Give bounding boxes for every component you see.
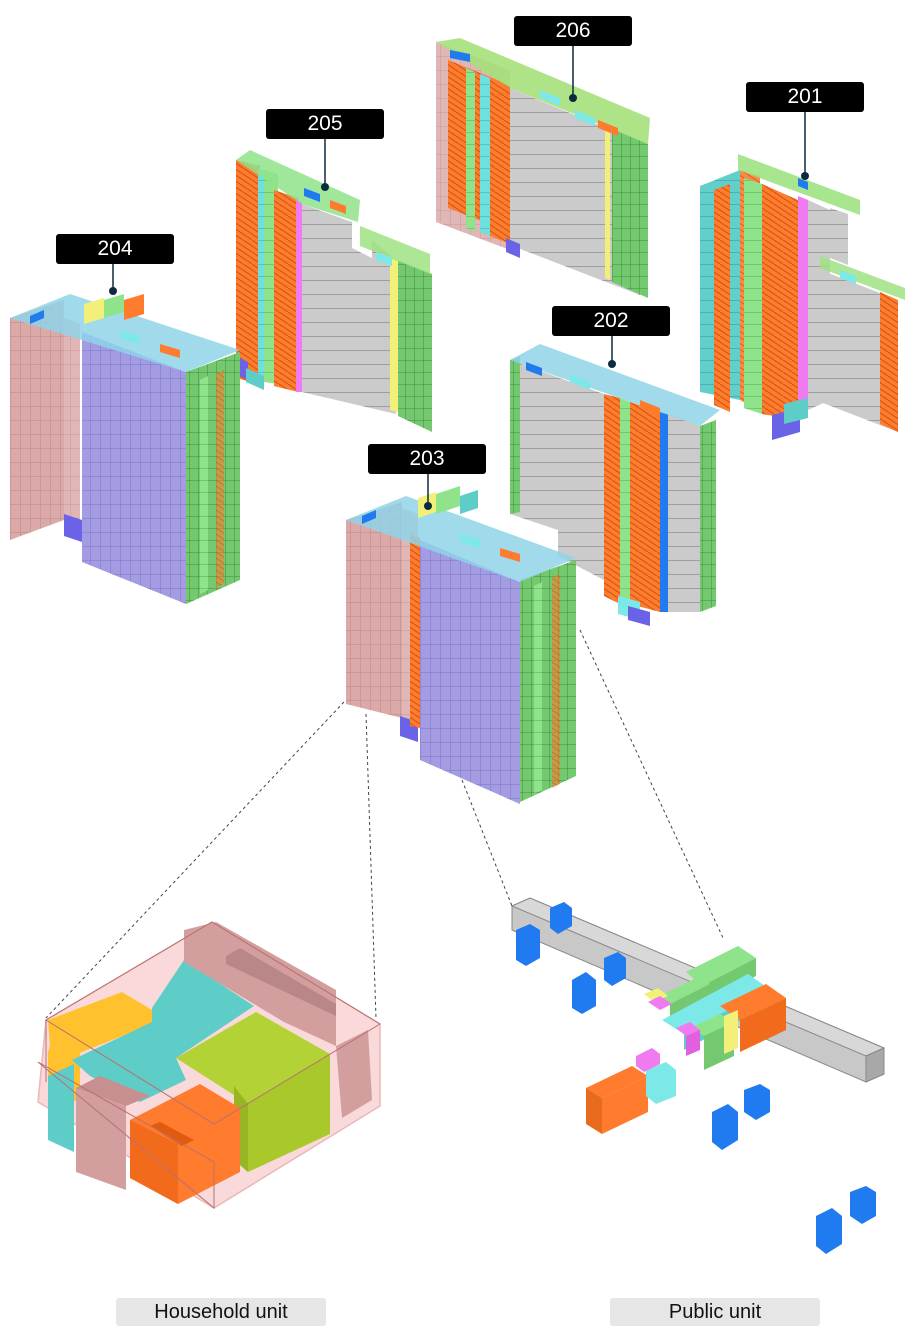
building-label-201: 201 xyxy=(746,82,864,112)
building-201-massing xyxy=(700,154,905,440)
building-203-massing xyxy=(346,486,576,804)
callout-lines xyxy=(45,629,725,1019)
building-205-massing xyxy=(236,150,432,432)
building-202-massing xyxy=(510,344,720,626)
building-204-massing xyxy=(10,294,240,604)
building-label-206: 206 xyxy=(514,16,632,46)
building-label-202: 202 xyxy=(552,306,670,336)
building-label-203: 203 xyxy=(368,444,486,474)
public-unit-caption: Public unit xyxy=(610,1298,820,1326)
building-206-massing xyxy=(436,38,650,298)
household-unit-caption: Household unit xyxy=(116,1298,326,1326)
building-label-205: 205 xyxy=(266,109,384,139)
household-unit-diagram xyxy=(37,921,381,1210)
building-label-204: 204 xyxy=(56,234,174,264)
public-unit-diagram xyxy=(510,897,886,1254)
